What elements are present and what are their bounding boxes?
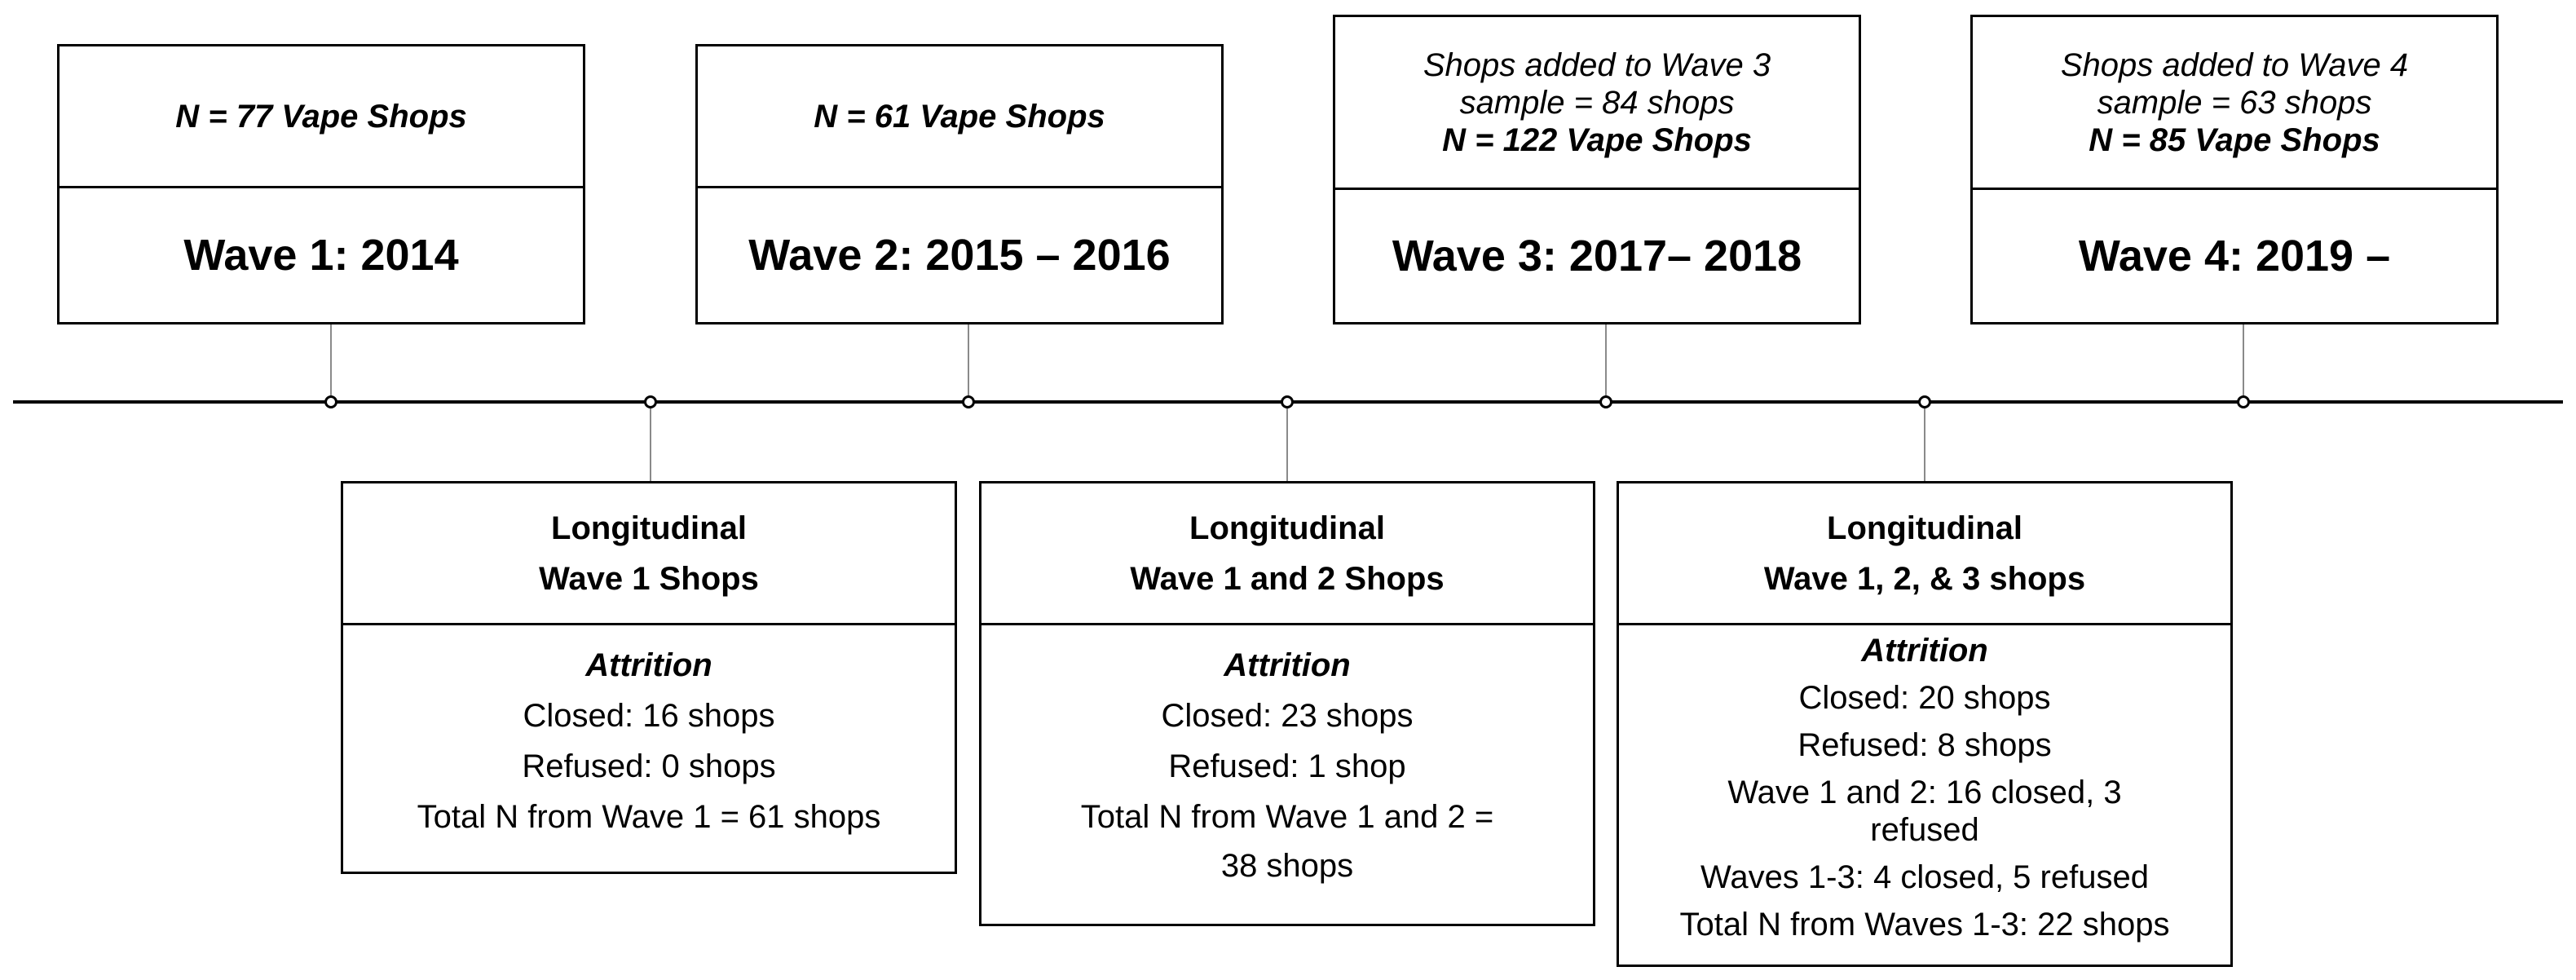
longitudinal-3-heading-1: Longitudinal — [1827, 510, 2022, 546]
longitudinal-3-box: Longitudinal Wave 1, 2, & 3 shops Attrit… — [1617, 481, 2233, 967]
longitudinal-1-attrition-label: Attrition — [585, 647, 712, 683]
wave-3-title-section: Wave 3: 2017– 2018 — [1335, 190, 1859, 322]
longitudinal-3-heading-section: Longitudinal Wave 1, 2, & 3 shops — [1619, 483, 2230, 625]
wave-2-box: N = 61 Vape Shops Wave 2: 2015 – 2016 — [695, 44, 1224, 324]
wave-3-sample-section: Shops added to Wave 3 sample = 84 shops … — [1335, 17, 1859, 190]
wave-3-sample-note-2: sample = 84 shops — [1459, 84, 1735, 121]
wave-2-sample-section: N = 61 Vape Shops — [698, 46, 1221, 188]
longitudinal-2-heading-section: Longitudinal Wave 1 and 2 Shops — [981, 483, 1593, 625]
longitudinal-3-heading-2: Wave 1, 2, & 3 shops — [1763, 560, 2086, 597]
wave-4-sample-note-1: Shops added to Wave 4 — [2060, 46, 2409, 83]
wave-3-title: Wave 3: 2017– 2018 — [1392, 232, 1802, 280]
timeline-marker-longitudinal-2 — [1281, 395, 1294, 408]
wave-1-title: Wave 1: 2014 — [183, 231, 459, 280]
longitudinal-3-total: Total N from Waves 1-3: 22 shops — [1679, 907, 2170, 942]
wave-4-connector — [2243, 323, 2244, 401]
longitudinal-1-refused: Refused: 0 shops — [522, 748, 776, 784]
wave-3-sample-note-1: Shops added to Wave 3 — [1423, 46, 1771, 83]
timeline-marker-longitudinal-1 — [644, 395, 657, 408]
longitudinal-1-connector — [650, 404, 651, 483]
longitudinal-2-total-1: Total N from Wave 1 and 2 = — [1080, 799, 1494, 835]
longitudinal-2-connector — [1286, 404, 1288, 483]
wave-4-n-label: N = 85 Vape Shops — [2089, 121, 2380, 158]
wave-2-title-section: Wave 2: 2015 – 2016 — [698, 188, 1221, 322]
longitudinal-1-heading-2: Wave 1 Shops — [539, 560, 759, 597]
wave-2-title: Wave 2: 2015 – 2016 — [748, 231, 1171, 280]
longitudinal-3-wave12-2: refused — [1870, 812, 1979, 848]
wave-4-sample-section: Shops added to Wave 4 sample = 63 shops … — [1973, 17, 2496, 190]
longitudinal-2-attrition-label: Attrition — [1224, 647, 1351, 683]
longitudinal-1-closed: Closed: 16 shops — [523, 698, 775, 734]
wave-1-connector — [330, 323, 332, 401]
longitudinal-2-attrition-section: Attrition Closed: 23 shops Refused: 1 sh… — [981, 625, 1593, 924]
longitudinal-1-heading-section: Longitudinal Wave 1 Shops — [343, 483, 955, 625]
wave-1-title-section: Wave 1: 2014 — [60, 188, 583, 322]
wave-2-connector — [968, 323, 969, 401]
timeline-marker-wave-1 — [324, 395, 337, 408]
timeline-marker-wave-2 — [962, 395, 975, 408]
longitudinal-3-attrition-section: Attrition Closed: 20 shops Refused: 8 sh… — [1619, 625, 2230, 965]
timeline-marker-wave-3 — [1599, 395, 1612, 408]
timeline-marker-wave-4 — [2237, 395, 2250, 408]
longitudinal-2-box: Longitudinal Wave 1 and 2 Shops Attritio… — [979, 481, 1595, 926]
longitudinal-1-box: Longitudinal Wave 1 Shops Attrition Clos… — [341, 481, 957, 874]
wave-1-box: N = 77 Vape Shops Wave 1: 2014 — [57, 44, 585, 324]
longitudinal-2-heading-2: Wave 1 and 2 Shops — [1130, 560, 1445, 597]
wave-4-box: Shops added to Wave 4 sample = 63 shops … — [1970, 15, 2499, 324]
longitudinal-1-attrition-section: Attrition Closed: 16 shops Refused: 0 sh… — [343, 625, 955, 872]
wave-4-sample-note-2: sample = 63 shops — [2097, 84, 2372, 121]
wave-1-sample-section: N = 77 Vape Shops — [60, 46, 583, 188]
longitudinal-3-waves13: Waves 1-3: 4 closed, 5 refused — [1700, 859, 2149, 895]
longitudinal-3-attrition-label: Attrition — [1861, 633, 1988, 669]
longitudinal-2-heading-1: Longitudinal — [1189, 510, 1385, 546]
longitudinal-3-refused: Refused: 8 shops — [1797, 727, 2052, 763]
wave-3-n-label: N = 122 Vape Shops — [1442, 121, 1752, 158]
wave-4-title-section: Wave 4: 2019 – — [1973, 190, 2496, 322]
longitudinal-2-closed: Closed: 23 shops — [1161, 698, 1414, 734]
longitudinal-2-refused: Refused: 1 shop — [1168, 748, 1406, 784]
longitudinal-3-wave12-1: Wave 1 and 2: 16 closed, 3 — [1727, 775, 2122, 810]
wave-1-n-label: N = 77 Vape Shops — [175, 98, 467, 135]
longitudinal-3-connector — [1924, 404, 1925, 483]
timeline-marker-longitudinal-3 — [1918, 395, 1931, 408]
longitudinal-1-heading-1: Longitudinal — [551, 510, 747, 546]
longitudinal-1-total: Total N from Wave 1 = 61 shops — [417, 799, 881, 835]
wave-4-title: Wave 4: 2019 – — [2078, 232, 2391, 280]
wave-3-connector — [1605, 323, 1607, 401]
wave-2-n-label: N = 61 Vape Shops — [814, 98, 1105, 135]
wave-3-box: Shops added to Wave 3 sample = 84 shops … — [1333, 15, 1861, 324]
longitudinal-3-closed: Closed: 20 shops — [1798, 680, 2051, 716]
longitudinal-2-total-2: 38 shops — [1220, 848, 1354, 884]
